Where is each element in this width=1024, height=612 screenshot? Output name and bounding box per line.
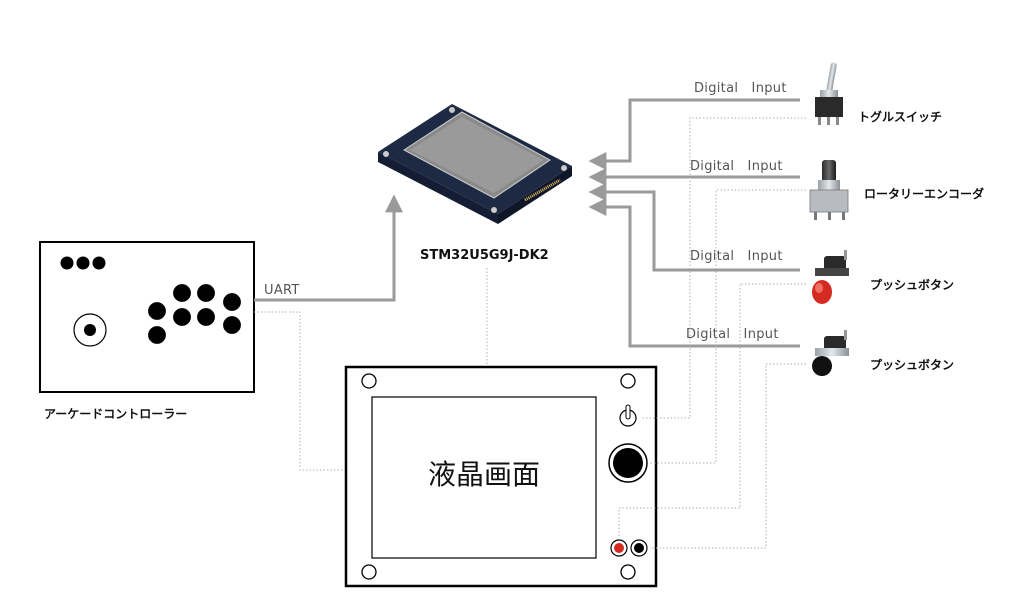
lcd-screen bbox=[371, 396, 597, 559]
link-button-black bbox=[588, 198, 800, 348]
device-lcd-links bbox=[618, 117, 806, 549]
toggle-switch-icon bbox=[619, 404, 637, 427]
arcade-controller bbox=[39, 241, 255, 393]
toggle-switch-photo bbox=[815, 62, 843, 125]
stm32-board-image bbox=[378, 104, 572, 224]
rotary-link-label: Digital Input bbox=[690, 159, 783, 174]
push-button-black-label: プッシュボタン bbox=[870, 357, 954, 372]
button-black-link-label: Digital Input bbox=[686, 327, 779, 342]
action-buttons bbox=[146, 282, 243, 346]
controller-lcd-link bbox=[254, 311, 346, 471]
push-button-red-photo bbox=[812, 250, 849, 304]
uart-link bbox=[254, 194, 403, 302]
board-label: STM32U5G9J-DK2 bbox=[420, 248, 549, 263]
rotary-encoder-label: ロータリーエンコーダ bbox=[864, 186, 984, 201]
controller-label: アーケードコントローラー bbox=[44, 407, 187, 421]
rotary-encoder-photo bbox=[809, 160, 849, 220]
controller-body bbox=[39, 241, 255, 393]
lcd-unit bbox=[344, 365, 658, 588]
toggle-link-label: Digital Input bbox=[694, 81, 787, 96]
link-button-red bbox=[588, 183, 800, 272]
push-button-black-photo bbox=[812, 330, 849, 376]
push-button-red-label: プッシュボタン bbox=[870, 277, 954, 292]
button-red-link-label: Digital Input bbox=[690, 249, 783, 264]
lcd-label: 液晶画面 bbox=[428, 458, 540, 491]
toggle-switch-label: トグルスイッチ bbox=[858, 109, 942, 124]
link-toggle bbox=[588, 98, 800, 170]
uart-label: UART bbox=[264, 283, 300, 298]
